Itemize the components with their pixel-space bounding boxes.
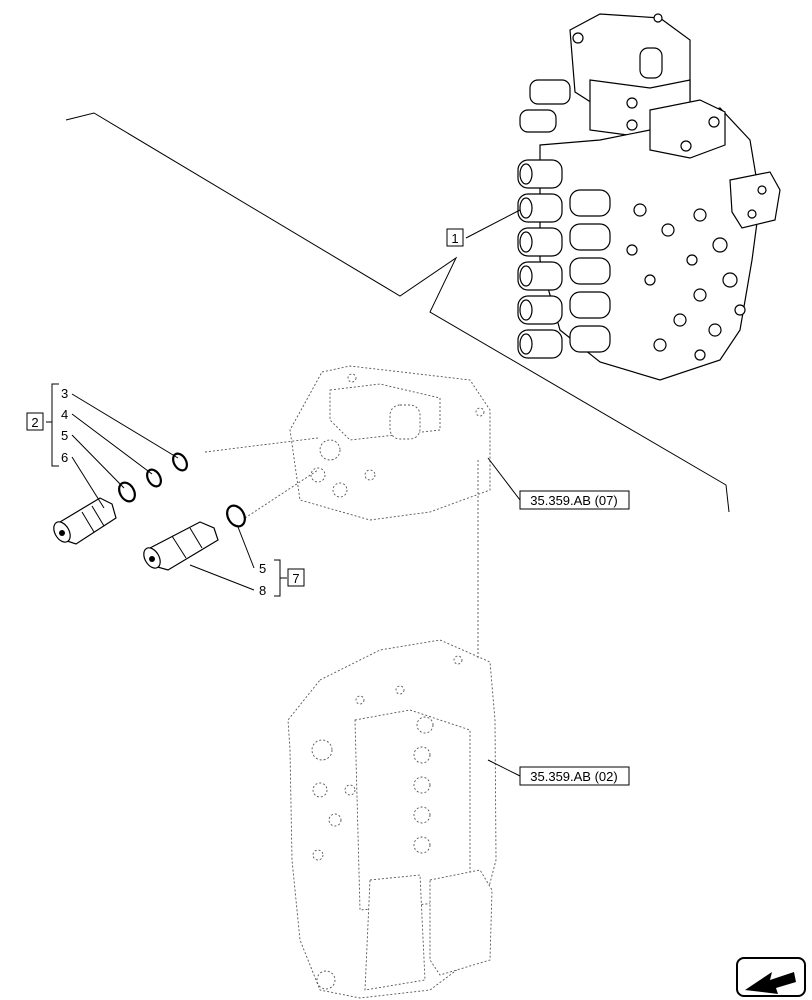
callout-1-label: 1 xyxy=(451,231,458,246)
spool-plugs xyxy=(517,159,611,359)
valve-section-upper xyxy=(289,365,491,521)
item-number-3: 3 xyxy=(61,386,68,401)
frame-lines xyxy=(65,112,730,513)
callout-7[interactable]: 7 xyxy=(287,568,305,587)
bracket-7 xyxy=(274,559,287,597)
item-number-6: 6 xyxy=(61,450,68,465)
reference-lower-label: 35.359.AB (02) xyxy=(530,769,617,784)
bracket-2 xyxy=(46,383,59,467)
reference-upper-label: 35.359.AB (07) xyxy=(530,493,617,508)
item-numbers: 3 4 5 6 5 8 xyxy=(61,386,266,598)
callout-2[interactable]: 2 xyxy=(26,412,44,431)
cartridge-6 xyxy=(53,497,117,545)
control-valve-assembly xyxy=(517,13,781,381)
o-ring-4 xyxy=(146,468,162,488)
callout-1[interactable]: 1 xyxy=(446,228,464,247)
callout-2-label: 2 xyxy=(31,415,38,430)
item-number-5-upper: 5 xyxy=(61,428,68,443)
reference-lower[interactable]: 35.359.AB (02) xyxy=(519,766,630,786)
body-ports xyxy=(626,203,746,361)
item-number-8: 8 xyxy=(259,583,266,598)
leader-lines xyxy=(71,209,521,777)
item-number-5-lower: 5 xyxy=(259,561,266,576)
centre-lines xyxy=(204,437,479,660)
item-number-4: 4 xyxy=(61,407,68,422)
o-ring-3 xyxy=(172,452,188,472)
arrow-icon[interactable] xyxy=(736,957,806,997)
reference-upper[interactable]: 35.359.AB (07) xyxy=(519,490,630,510)
o-ring-5-lower xyxy=(226,504,246,528)
cartridge-8 xyxy=(143,521,219,571)
valve-section-lower xyxy=(287,639,497,999)
callout-7-label: 7 xyxy=(292,571,299,586)
